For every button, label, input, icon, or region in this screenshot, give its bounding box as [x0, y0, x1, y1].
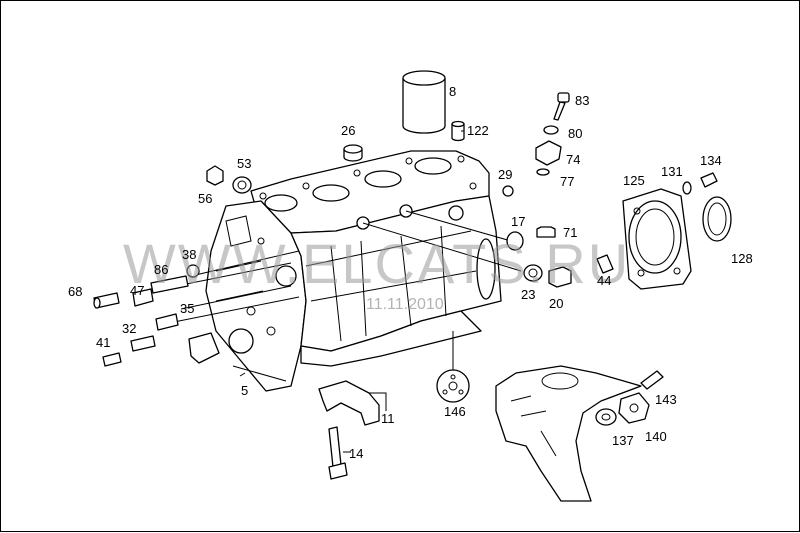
o-ring — [536, 168, 550, 176]
callout-label-77: 77 — [560, 174, 574, 189]
sealing-washer — [543, 125, 559, 135]
rear-cover — [622, 188, 692, 290]
threaded-plug — [232, 176, 252, 194]
callout-label-122: 122 — [467, 123, 489, 138]
flange-bolt — [640, 370, 664, 390]
callout-label-74: 74 — [566, 152, 580, 167]
callout-labels: 8 83 122 80 26 74 77 53 56 29 125 131 134 17 71 38 86 68 4… — [68, 84, 753, 461]
watermark-text: WWW.ELCATS.RU — [123, 232, 630, 295]
callout-label-125: 125 — [623, 173, 645, 188]
dowel-pin — [596, 254, 614, 274]
callout-label-128: 128 — [731, 251, 753, 266]
callout-label-83: 83 — [575, 93, 589, 108]
engine-block — [205, 150, 502, 392]
sealing-plug — [343, 144, 363, 162]
callout-label-29: 29 — [498, 167, 512, 182]
hex-plug — [206, 165, 224, 186]
block-section-detail — [495, 365, 642, 502]
three-hole-flange — [436, 369, 470, 403]
radial-seal-ring — [702, 196, 732, 242]
callout-label-56: 56 — [198, 191, 212, 206]
callout-label-8: 8 — [449, 84, 456, 99]
callout-label-17: 17 — [511, 214, 525, 229]
callout-label-47: 47 — [130, 283, 144, 298]
callout-label-41: 41 — [96, 335, 110, 350]
oil-spray-nozzle — [535, 140, 562, 166]
callout-label-53: 53 — [237, 156, 251, 171]
front-fasteners — [93, 264, 220, 367]
callout-label-11: 11 — [381, 411, 395, 426]
cover-cap — [536, 226, 556, 238]
gasket — [595, 408, 617, 426]
callout-label-14: 14 — [349, 446, 363, 461]
callout-label-143: 143 — [655, 392, 677, 407]
callout-label-131: 131 — [661, 164, 683, 179]
main-bearing-cap — [318, 380, 387, 426]
callout-label-5: 5 — [241, 383, 248, 398]
cylinder-liner — [402, 70, 446, 134]
callout-label-134: 134 — [700, 153, 722, 168]
hex-bolt — [700, 172, 718, 188]
dowel-sleeve — [451, 120, 465, 142]
washer — [682, 181, 692, 195]
callout-label-71: 71 — [563, 225, 577, 240]
expansion-plug — [506, 231, 524, 251]
callout-label-35: 35 — [180, 301, 194, 316]
callout-label-32: 32 — [122, 321, 136, 336]
callout-label-140: 140 — [645, 429, 667, 444]
callout-label-44: 44 — [597, 273, 611, 288]
watermark-date: 11.11.2010 — [366, 296, 444, 313]
callout-label-146: 146 — [444, 404, 466, 419]
callout-label-86: 86 — [154, 262, 168, 277]
callout-label-68: 68 — [68, 284, 82, 299]
steel-ball — [502, 185, 514, 197]
callout-label-20: 20 — [549, 296, 563, 311]
banjo-bolt — [553, 92, 570, 121]
connecting-flange — [618, 392, 650, 424]
stud-bolt — [328, 426, 348, 480]
callout-label-80: 80 — [568, 126, 582, 141]
screw-plug — [548, 266, 572, 288]
callout-label-23: 23 — [521, 287, 535, 302]
callout-label-38: 38 — [182, 247, 196, 262]
callout-label-137: 137 — [612, 433, 634, 448]
callout-label-26: 26 — [341, 123, 355, 138]
seal-ring — [523, 264, 543, 282]
